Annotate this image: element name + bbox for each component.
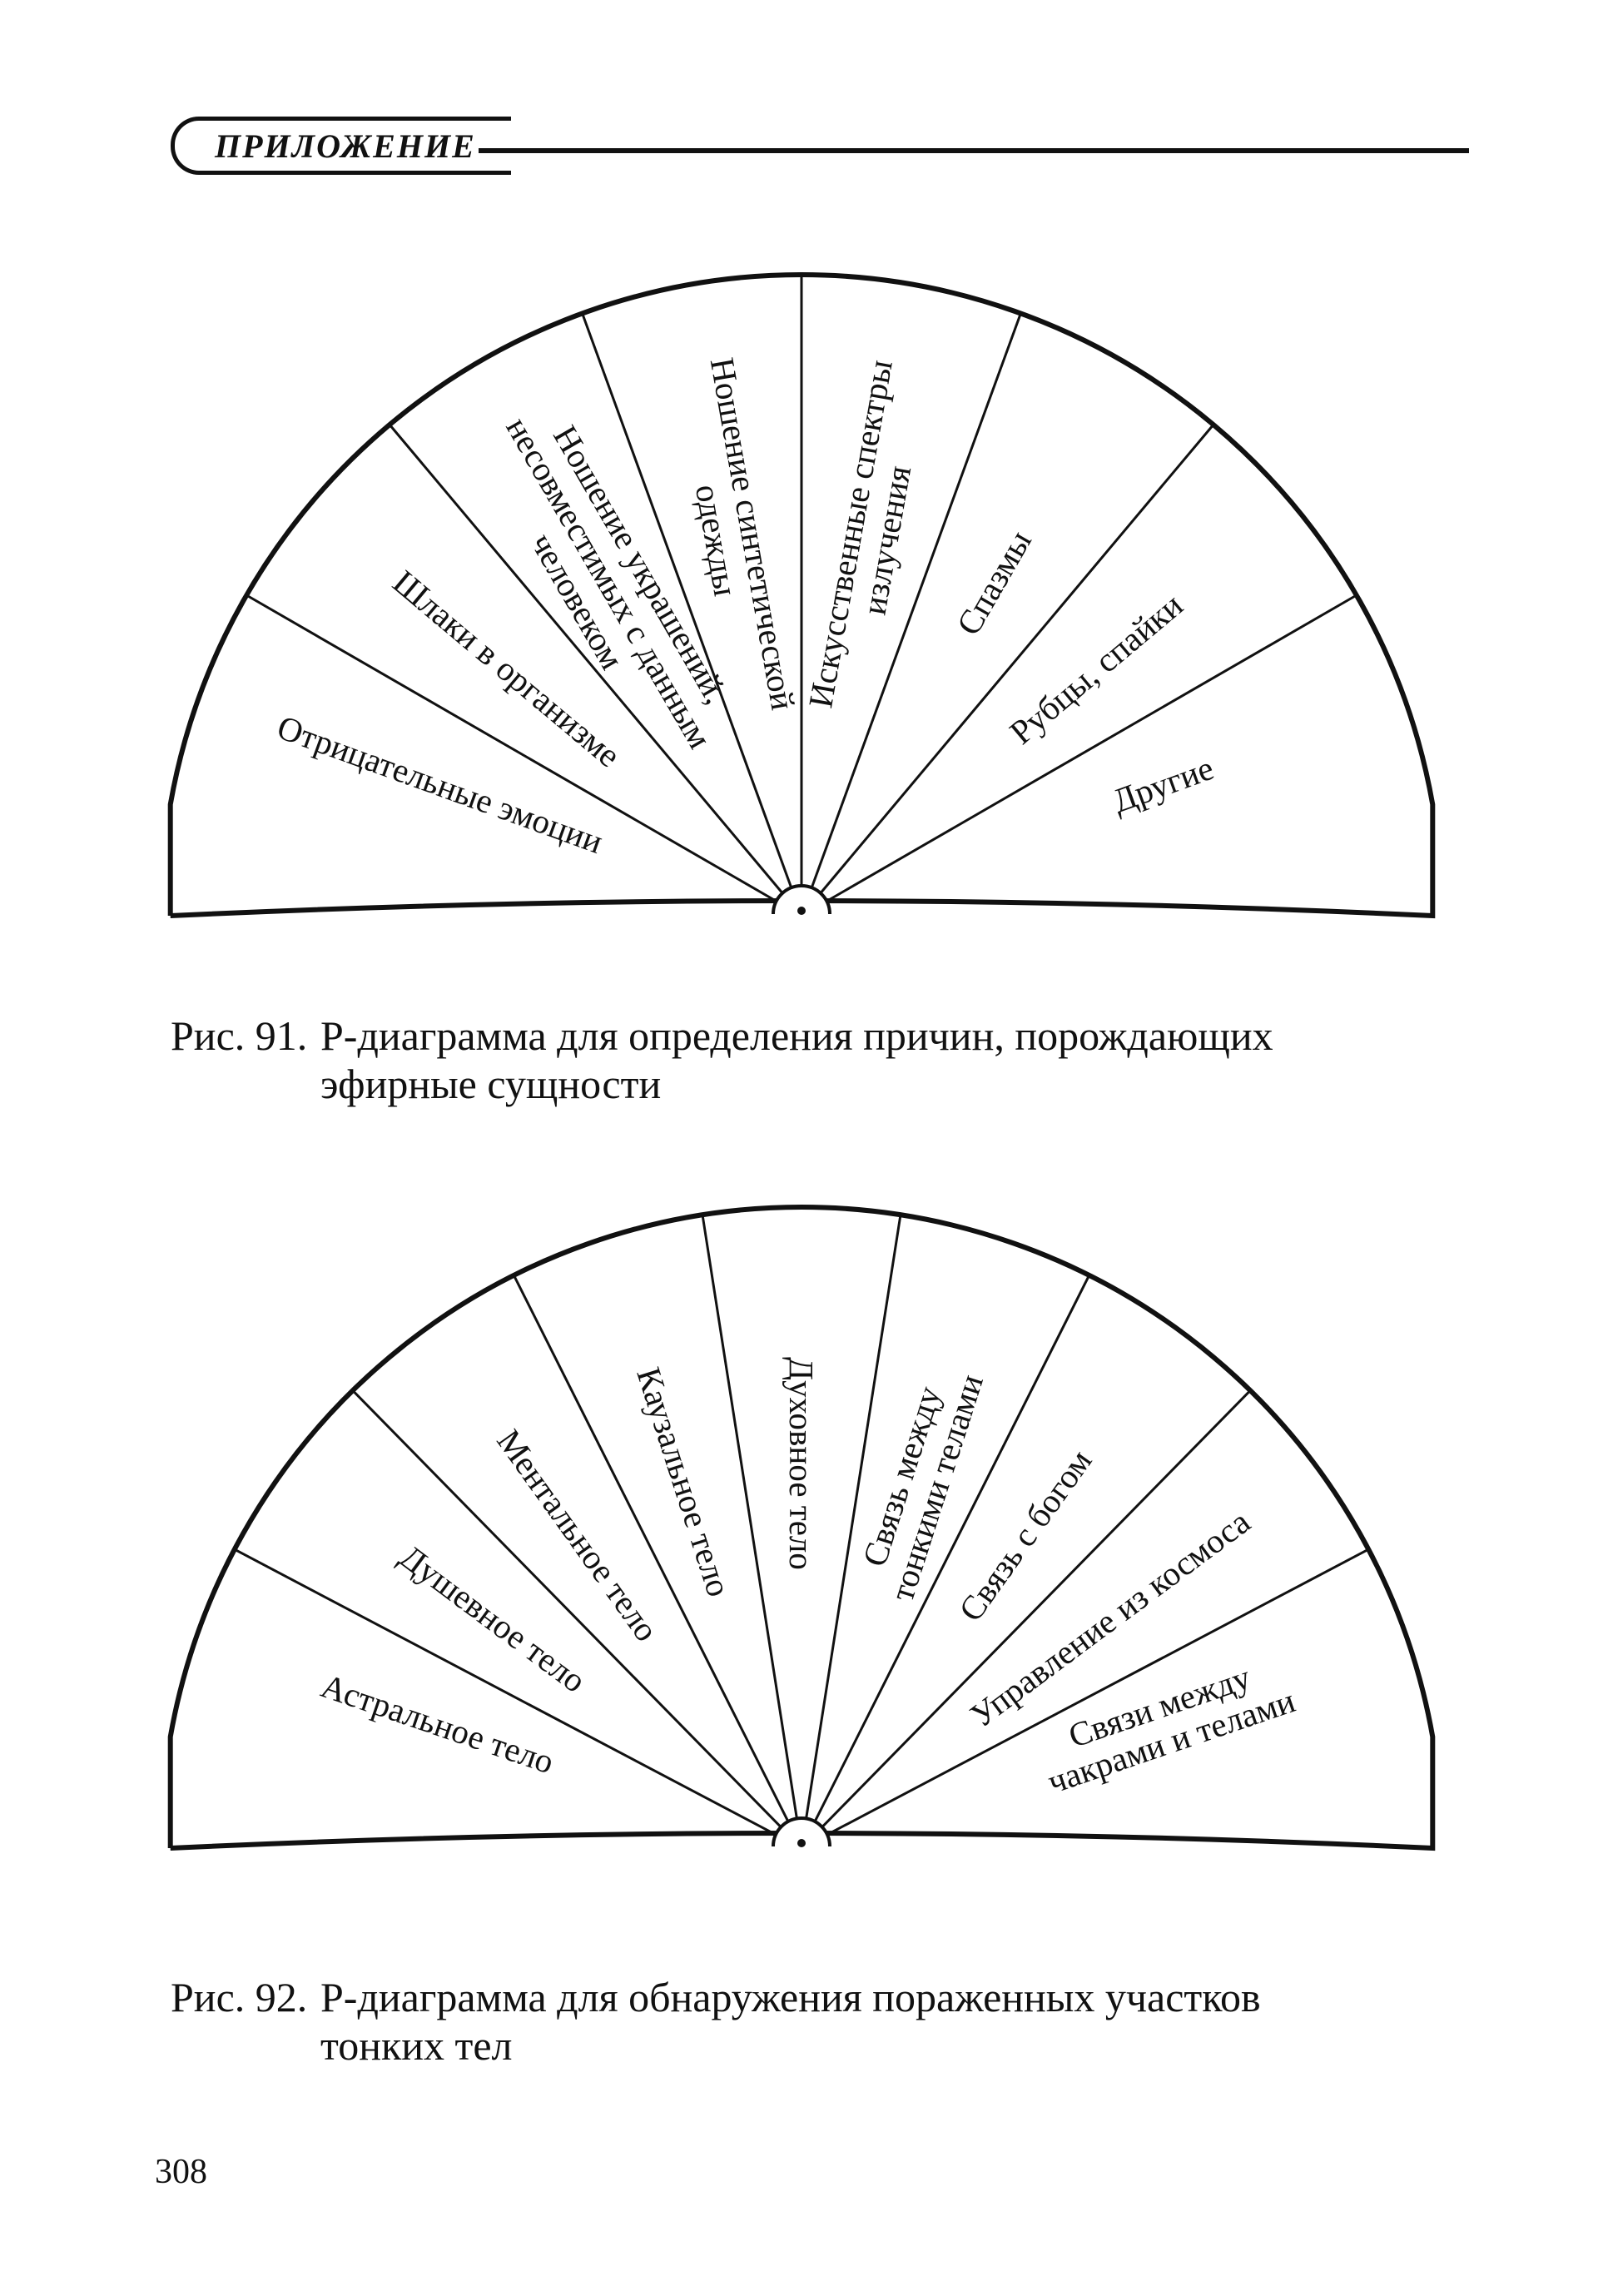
figure-91-caption: Рис. 91. Р-диаграмма для определения прич…: [171, 1011, 1273, 1108]
figure-92-caption-line1: Р-диаграмма для обнаружения пораженных у…: [320, 1974, 1261, 2020]
fig92-segment-text: Астральное тело: [316, 1666, 558, 1781]
fig91-divider: [246, 594, 778, 903]
fig92-divider: [513, 1275, 791, 1824]
fig91-hub: [772, 884, 831, 915]
fig91-divider: [818, 424, 1215, 895]
fig92-divider: [820, 1389, 1252, 1829]
fig91-hub-dot: [797, 907, 806, 915]
figure-92-caption-line2: тонких тел: [320, 2022, 513, 2069]
fig91-segment-label: Спазмы: [949, 524, 1039, 641]
fig92-divider: [804, 1214, 902, 1821]
fig91-segment-label: Рубцы, спайки: [1002, 585, 1189, 752]
fig92-segment-label: Астральное тело: [316, 1666, 558, 1781]
fig92-segment-label: Духовное тело: [782, 1357, 821, 1570]
fig92-segment-text: Каузальное тело: [629, 1363, 738, 1601]
fig92-segment-text: Связь с богом: [951, 1443, 1099, 1628]
figure-91-caption-number: Рис. 91.: [171, 1012, 308, 1059]
fig92-divider: [701, 1214, 799, 1821]
fig91-segment-text: Спазмы: [949, 524, 1039, 641]
fig92-divider: [234, 1548, 777, 1836]
figure-92-caption-number: Рис. 92.: [171, 1974, 308, 2020]
fig91-divider: [825, 594, 1357, 903]
header-tab: ПРИЛОЖЕНИЕ: [171, 117, 511, 175]
figure-91-caption-line2: эфирные сущности: [320, 1061, 662, 1107]
fig92-divider: [826, 1548, 1369, 1836]
fig92-segment-text: Душевное тело: [393, 1537, 593, 1700]
fig92-segment-text: Духовное тело: [782, 1357, 821, 1570]
fig92-segment-label: Душевное тело: [393, 1537, 593, 1700]
header-title: ПРИЛОЖЕНИЕ: [215, 127, 476, 165]
fig92-segment-label: Каузальное тело: [629, 1363, 738, 1601]
fig92-segment-label: Связь с богом: [951, 1443, 1099, 1628]
fig91-segment-text: Другие: [1107, 748, 1218, 820]
running-header: ПРИЛОЖЕНИЕ: [171, 98, 1469, 175]
fig92-divider: [351, 1389, 783, 1829]
fig91-segment-label: Другие: [1107, 748, 1218, 820]
fig91-divider: [581, 312, 793, 890]
fig92-outline: [167, 1205, 1436, 1851]
fig92-divider: [812, 1275, 1090, 1824]
fig91-outline: [167, 272, 1436, 919]
page-number: 308: [155, 2153, 207, 2191]
fig92-hub: [772, 1816, 831, 1847]
fig92-hub-dot: [797, 1839, 806, 1847]
header-rule: [479, 148, 1469, 153]
fig91-segment-text: Рубцы, спайки: [1002, 585, 1189, 752]
fig91-divider: [810, 312, 1022, 890]
figure-92-caption: Рис. 92. Р-диаграмма для обнаружения пора…: [171, 1973, 1261, 2070]
fig91-divider: [388, 424, 785, 895]
figure-91-caption-line1: Р-диаграмма для определения причин, поро…: [320, 1012, 1273, 1059]
